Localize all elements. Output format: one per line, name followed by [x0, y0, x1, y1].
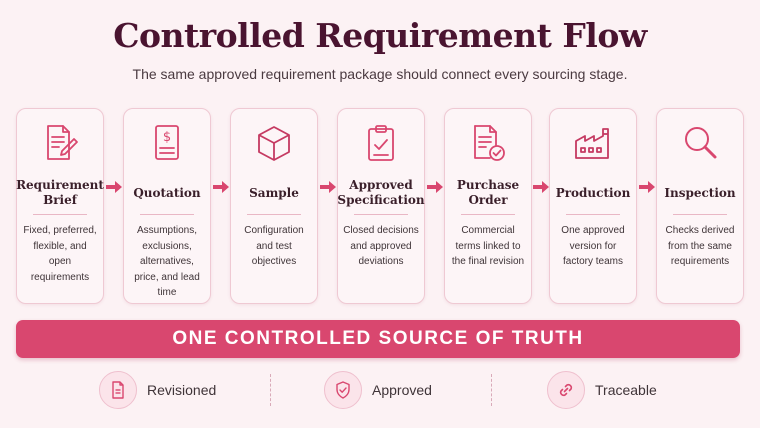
- stage-name: Sample: [249, 185, 299, 200]
- svg-text:$: $: [163, 130, 171, 145]
- stage-name: Inspection: [664, 185, 736, 200]
- flow-arrow-icon: [320, 181, 336, 193]
- divider-rule: [673, 214, 727, 215]
- stage-name: Purchase Order: [456, 178, 520, 207]
- stage-name: Production: [555, 185, 631, 200]
- stage-name: Approved Specification: [337, 178, 425, 207]
- box-icon: [231, 121, 317, 165]
- stage-flow: Requirement Brief Fixed, preferred, flex…: [16, 108, 744, 304]
- feature-revisioned: Revisioned: [99, 370, 216, 410]
- stage-card-requirement-brief: Requirement Brief Fixed, preferred, flex…: [16, 108, 104, 304]
- stage-description: One approved version for factory teams: [561, 225, 625, 267]
- feature-label: Revisioned: [147, 382, 217, 398]
- divider-rule: [247, 214, 301, 215]
- feature-label: Traceable: [595, 382, 657, 398]
- link-icon: [547, 371, 585, 409]
- stage-description: Commercial terms linked to the final rev…: [451, 225, 525, 267]
- stage-name: Quotation: [133, 185, 201, 200]
- flow-arrow-icon: [427, 181, 443, 193]
- page-title: Controlled Requirement Flow: [113, 16, 647, 55]
- page-subtitle: The same approved requirement package sh…: [132, 66, 628, 82]
- flow-arrow-icon: [213, 181, 229, 193]
- magnifier-icon: [657, 121, 743, 165]
- dollar-document-icon: $: [124, 121, 210, 165]
- flow-arrow-icon: [533, 181, 549, 193]
- flow-arrow-icon: [106, 181, 122, 193]
- feature-approved: Approved: [324, 370, 432, 410]
- stage-card-quotation: $ Quotation Assumptions, exclusions, alt…: [123, 108, 211, 304]
- stage-description: Checks derived from the same requirement…: [665, 225, 735, 267]
- flow-arrow-icon: [639, 181, 655, 193]
- stage-card-inspection: Inspection Checks derived from the same …: [656, 108, 744, 304]
- divider-rule: [354, 214, 408, 215]
- shield-check-icon: [324, 371, 362, 409]
- divider-rule: [33, 214, 87, 215]
- feature-divider: [491, 374, 492, 406]
- stage-card-sample: Sample Configuration and test objectives: [230, 108, 318, 304]
- feature-divider: [270, 374, 271, 406]
- stage-card-production: Production One approved version for fact…: [549, 108, 637, 304]
- document-pen-icon: [17, 121, 103, 165]
- stage-description: Assumptions, exclusions, alternatives, p…: [134, 225, 200, 298]
- source-of-truth-banner: ONE CONTROLLED SOURCE OF TRUTH: [16, 320, 740, 358]
- revision-document-icon: [99, 371, 137, 409]
- clipboard-check-icon: [338, 121, 424, 165]
- stage-card-purchase-order: Purchase Order Commercial terms linked t…: [444, 108, 532, 304]
- divider-rule: [461, 214, 515, 215]
- divider-rule: [566, 214, 620, 215]
- stage-description: Closed decisions and approved deviations: [343, 225, 419, 267]
- factory-icon: [550, 121, 636, 165]
- feature-traceable: Traceable: [547, 370, 657, 410]
- document-check-icon: [445, 121, 531, 165]
- divider-rule: [140, 214, 194, 215]
- feature-label: Approved: [372, 382, 432, 398]
- stage-card-approved-specification: Approved Specification Closed decisions …: [337, 108, 425, 304]
- stage-description: Configuration and test objectives: [244, 225, 304, 267]
- stage-name: Requirement Brief: [16, 178, 104, 207]
- stage-description: Fixed, preferred, flexible, and open req…: [23, 225, 97, 283]
